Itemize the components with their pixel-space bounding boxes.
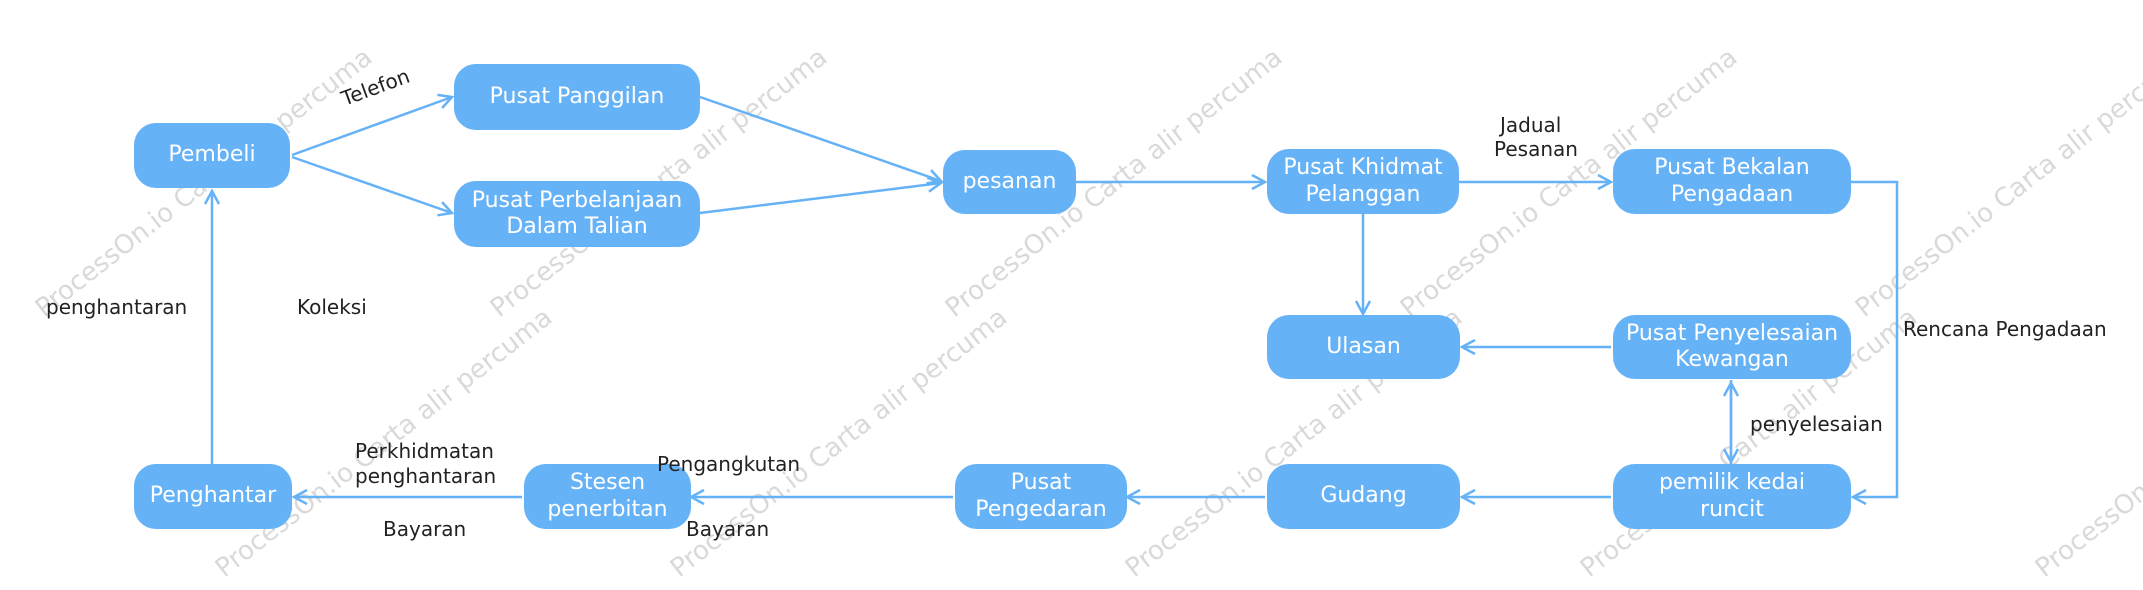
edge-label-pengangkutan: Pengangkutan — [657, 452, 801, 476]
node-label-line2: penerbitan — [547, 496, 668, 522]
node-label-line1: Pusat Bekalan — [1654, 155, 1810, 181]
node-label-line1: Pusat Khidmat — [1283, 155, 1443, 181]
node-pusat-khidmat-pelanggan[interactable]: Pusat Khidmat Pelanggan — [1267, 149, 1459, 214]
node-label: Pusat Panggilan — [489, 83, 665, 109]
node-label: Ulasan — [1326, 333, 1401, 359]
node-label-line2: Pengedaran — [975, 496, 1107, 522]
edge-perbelanjaan-pesanan — [699, 176, 944, 215]
node-label-line2: runcit — [1700, 496, 1764, 522]
edge-pembeli-pusat-perbelanjaan — [291, 155, 455, 217]
edge-label-bayaran: Bayaran — [686, 517, 770, 541]
edge-bekalan-pemilik-kedai — [1850, 180, 1899, 506]
edge-label-penghantaran: penghantaran — [46, 295, 188, 319]
node-label: Penghantar — [149, 483, 277, 509]
node-gudang[interactable]: Gudang — [1267, 464, 1460, 529]
edge-panggilan-pesanan — [699, 95, 944, 185]
node-label-line2: Pelanggan — [1305, 181, 1421, 207]
edge-label-jadual: Jadual — [1500, 113, 1562, 137]
edge-label-penyelesaian: penyelesaian — [1750, 412, 1883, 436]
node-label: pesanan — [962, 168, 1057, 194]
node-label-line1: Stesen — [569, 470, 646, 496]
node-pusat-bekalan-pengadaan[interactable]: Pusat Bekalan Pengadaan — [1613, 149, 1851, 214]
edge-label-pesanan: Pesanan — [1494, 137, 1578, 161]
edge-label-perkhidmatan: Perkhidmatan — [355, 439, 494, 463]
node-penghantar[interactable]: Penghantar — [134, 464, 292, 529]
node-ulasan[interactable]: Ulasan — [1267, 315, 1460, 379]
node-pesanan[interactable]: pesanan — [943, 150, 1076, 214]
edge-label-bayaran: Bayaran — [383, 517, 467, 541]
node-label-line2: Dalam Talian — [506, 214, 648, 239]
node-label: Pembeli — [168, 142, 256, 168]
node-label: Gudang — [1320, 483, 1407, 509]
node-pusat-pengedaran[interactable]: Pusat Pengedaran — [955, 464, 1127, 529]
edge-pembeli-pusat-panggilan — [291, 93, 455, 157]
node-label-line1: pemilik kedai — [1658, 470, 1806, 496]
node-label-line1: Pusat Penyelesaian — [1625, 320, 1839, 346]
edge-label-koleksi: Koleksi — [297, 295, 367, 319]
node-pusat-perbelanjaan[interactable]: Pusat Perbelanjaan Dalam Talian — [454, 181, 700, 247]
node-pusat-panggilan[interactable]: Pusat Panggilan — [454, 64, 700, 130]
node-pusat-penyelesaian-kewangan[interactable]: Pusat Penyelesaian Kewangan — [1613, 315, 1851, 379]
node-pemilik-kedai-runcit[interactable]: pemilik kedai runcit — [1613, 464, 1851, 529]
node-label-line1: Pusat Perbelanjaan — [471, 187, 683, 213]
edge-label-rencana-pengadaan: Rencana Pengadaan — [1903, 317, 2107, 341]
node-label-line2: Kewangan — [1675, 347, 1789, 372]
edge-label-penghantaran-service: penghantaran — [355, 464, 497, 488]
node-stesen-penerbitan[interactable]: Stesen penerbitan — [524, 464, 691, 529]
node-label-line2: Pengadaan — [1670, 181, 1794, 207]
node-pembeli[interactable]: Pembeli — [134, 123, 290, 188]
node-label-line1: Pusat — [1010, 470, 1072, 496]
